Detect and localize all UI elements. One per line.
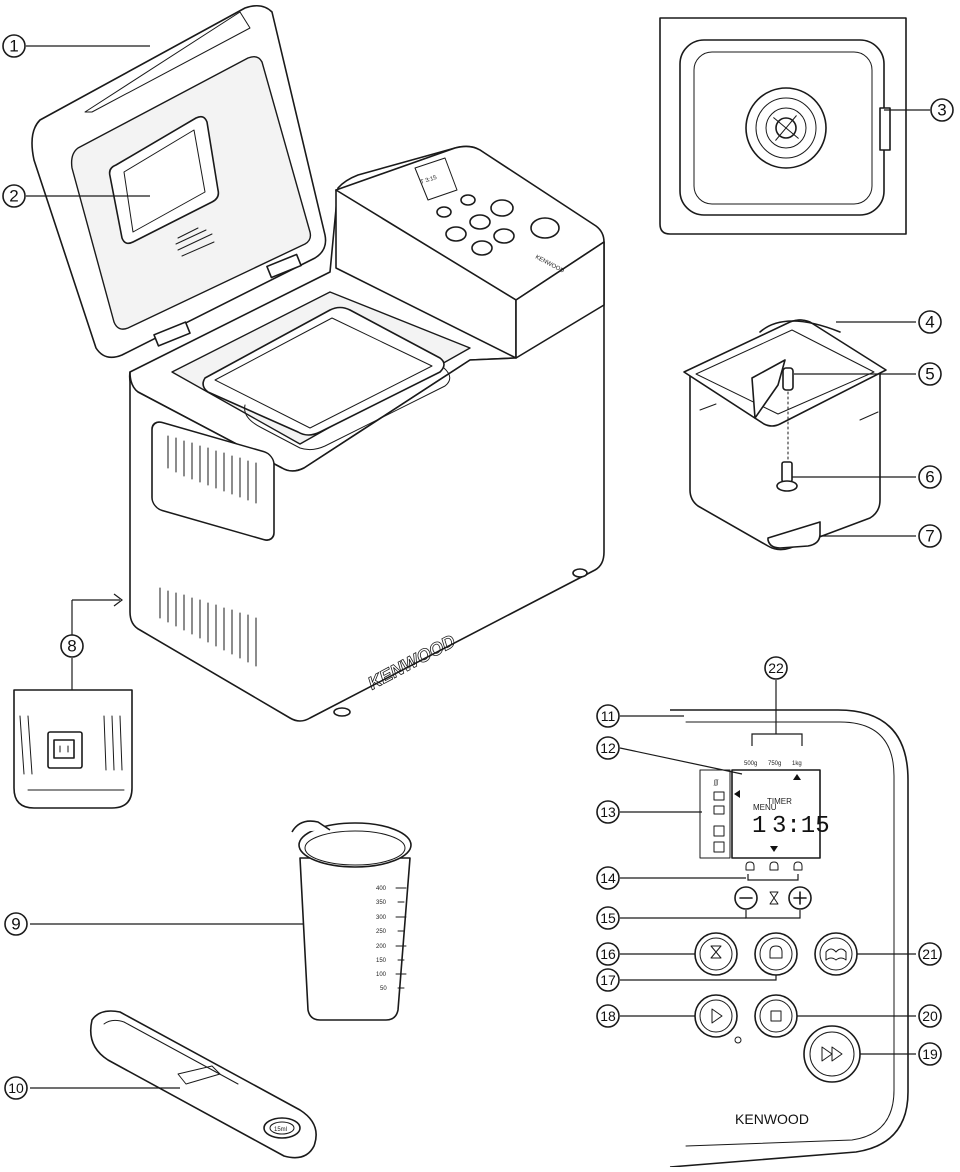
stop-button[interactable] xyxy=(754,994,798,1038)
start-button[interactable] xyxy=(694,994,738,1038)
callout-13: 13 xyxy=(596,800,620,824)
jug-scale-100: 100 xyxy=(376,972,387,978)
svg-text:21: 21 xyxy=(922,946,938,962)
callout-20: 20 xyxy=(918,1004,942,1028)
svg-text:ʃʃʃ: ʃʃʃ xyxy=(713,780,719,786)
weight-1kg: 1kg xyxy=(792,761,802,767)
crust-button[interactable] xyxy=(754,932,798,976)
callout-16: 16 xyxy=(596,942,620,966)
svg-text:20: 20 xyxy=(922,1008,938,1024)
display-program-number: 1 xyxy=(752,813,766,840)
panel-brand: KENWOOD xyxy=(735,1111,809,1127)
jug-scale-350: 350 xyxy=(376,900,387,906)
svg-text:12: 12 xyxy=(600,740,616,756)
delay-timer-button[interactable] xyxy=(694,932,738,976)
bread-pan xyxy=(683,319,887,551)
svg-text:18: 18 xyxy=(600,1008,616,1024)
display-timer-label: TIMER xyxy=(767,797,792,806)
callout-12: 12 xyxy=(596,736,620,760)
callout-5: 5 xyxy=(918,362,942,386)
svg-text:11: 11 xyxy=(601,708,616,724)
jug-scale-250: 250 xyxy=(376,929,387,935)
svg-text:4: 4 xyxy=(925,313,934,332)
bread-pan-top-view xyxy=(659,17,907,235)
jug-scale: 400 350 300 250 200 150 100 50 xyxy=(376,886,407,992)
svg-text:15: 15 xyxy=(600,910,616,926)
callout-leaders xyxy=(26,45,930,1089)
svg-text:22: 22 xyxy=(768,660,784,676)
callout-15: 15 xyxy=(596,906,620,930)
menu-button[interactable] xyxy=(814,932,858,976)
display-menu-label: MENU xyxy=(753,803,777,812)
callout-9: 9 xyxy=(4,912,28,936)
callouts: 1 2 3 4 5 6 7 8 9 10 11 12 13 14 15 16 1… xyxy=(2,34,954,1100)
power-switch-detail xyxy=(13,593,133,809)
callout-21: 21 xyxy=(918,942,942,966)
callout-6: 6 xyxy=(918,465,942,489)
svg-text:10: 10 xyxy=(8,1080,24,1096)
svg-text:5: 5 xyxy=(925,365,934,384)
callout-8: 8 xyxy=(60,634,84,658)
svg-text:6: 6 xyxy=(925,468,934,487)
measuring-spoon: 15ml xyxy=(89,1010,317,1159)
svg-text:1: 1 xyxy=(9,37,18,56)
svg-text:16: 16 xyxy=(600,946,616,962)
weight-750g: 750g xyxy=(768,761,781,767)
jug-scale-150: 150 xyxy=(376,958,387,964)
svg-text:17: 17 xyxy=(600,972,616,988)
callout-11: 11 xyxy=(596,704,620,728)
callout-4: 4 xyxy=(918,310,942,334)
weight-500g: 500g xyxy=(744,761,757,767)
svg-text:14: 14 xyxy=(600,870,616,886)
callout-10: 10 xyxy=(4,1076,28,1100)
svg-text:19: 19 xyxy=(922,1046,938,1062)
lid xyxy=(31,4,327,359)
callout-7: 7 xyxy=(918,524,942,548)
svg-text:2: 2 xyxy=(9,187,18,206)
bread-maker-main: T 3:15 KENWOOD K xyxy=(31,4,605,722)
callout-3: 3 xyxy=(930,98,954,122)
callout-18: 18 xyxy=(596,1004,620,1028)
jug-scale-300: 300 xyxy=(376,915,387,921)
jug-scale-50: 50 xyxy=(380,986,387,992)
control-panel-detail: MENU TIMER 1 3:15 500g 750g 1kg ʃʃʃ xyxy=(669,680,909,1168)
callout-22: 22 xyxy=(764,656,788,680)
jug-scale-200: 200 xyxy=(376,944,387,950)
svg-text:9: 9 xyxy=(11,915,20,934)
callout-1: 1 xyxy=(2,34,26,58)
callout-14: 14 xyxy=(596,866,620,890)
callout-19: 19 xyxy=(918,1042,942,1066)
measuring-jug: 400 350 300 250 200 150 100 50 xyxy=(291,820,412,1021)
spoon-label: 15ml xyxy=(274,1127,287,1133)
svg-text:13: 13 xyxy=(600,804,616,820)
svg-text:7: 7 xyxy=(925,527,934,546)
jug-scale-400: 400 xyxy=(376,886,387,892)
callout-17: 17 xyxy=(596,968,620,992)
svg-text:T 3:15: T 3:15 xyxy=(420,175,439,186)
svg-text:3: 3 xyxy=(937,101,946,120)
svg-text:8: 8 xyxy=(67,637,76,656)
main-body: T 3:15 KENWOOD K xyxy=(128,145,605,722)
display-time: 3:15 xyxy=(772,813,830,840)
lcd-display xyxy=(731,769,821,859)
callout-2: 2 xyxy=(2,184,26,208)
